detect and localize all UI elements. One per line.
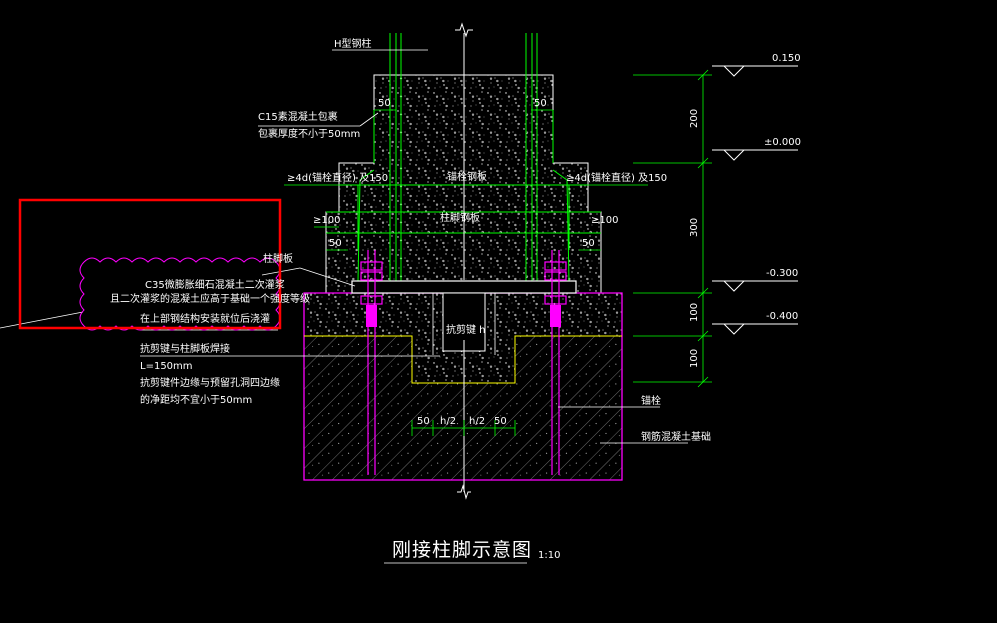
dim-v100b: 100	[689, 349, 700, 368]
label-anchor-plate: 锚栓钢板	[447, 170, 487, 183]
drawing-scale: 1:10	[538, 550, 560, 561]
dim-50-bot-left: 50	[417, 416, 430, 427]
elevation-0000: ±0.000	[764, 137, 801, 148]
label-column-base-plate: 柱脚钢板	[440, 211, 480, 224]
label-rc-foundation: 钢筋混凝土基础	[641, 430, 711, 443]
dim-50-mid-left: 50	[329, 238, 342, 249]
dim-h2-right: h/2	[469, 416, 485, 427]
drawing-title: 刚接柱脚示意图	[392, 539, 532, 561]
label-grout-3: 在上部钢结构安装就位后浇灌	[140, 312, 270, 325]
dimension-lines	[284, 69, 712, 436]
anchor-bolt-left	[360, 250, 383, 475]
label-shear-weld: 抗剪键与柱脚板焊接	[140, 342, 230, 355]
elevation-m0300: -0.300	[766, 268, 798, 279]
label-h-steel: H型钢柱	[334, 37, 372, 50]
label-pocket-1: 抗剪键件边缘与预留孔洞四边缘	[140, 376, 280, 389]
rc-foundation	[304, 336, 622, 480]
anchor-bolt-right	[544, 250, 567, 475]
dim-50-top-left: 50	[378, 98, 391, 109]
label-grout-1: C35微膨胀细石混凝土二次灌浆	[145, 278, 285, 291]
dim-h2-left: h/2	[440, 416, 456, 427]
leader-lines	[0, 49, 688, 564]
center-line	[455, 22, 473, 500]
label-weld-length: L=150mm	[140, 361, 193, 372]
dim-v100a: 100	[689, 303, 700, 322]
highlight-box	[18, 198, 282, 330]
dim-50-mid-right: 50	[582, 238, 595, 249]
label-grout-2: 且二次灌浆的混凝土应高于基础一个强度等级	[110, 292, 310, 305]
label-anchor-left: ≥4d(锚栓直径) 及150	[287, 171, 388, 184]
label-c15-1: C15素混凝土包裹	[258, 110, 338, 123]
label-ge100-left: ≥100	[313, 215, 340, 226]
label-anchor-bolt: 锚栓	[641, 394, 661, 407]
dim-v300: 300	[689, 218, 700, 237]
label-shear-key: 抗剪键 h	[446, 323, 486, 336]
elevation-0150: 0.150	[772, 53, 801, 64]
column-base-plate	[351, 280, 577, 294]
label-ge100-right: ≥100	[591, 215, 618, 226]
label-base-plate-tag: 柱脚板	[263, 252, 293, 265]
dim-50-top-right: 50	[534, 98, 547, 109]
dim-50-bot-right: 50	[494, 416, 507, 427]
dim-v200: 200	[689, 109, 700, 128]
elevation-m0400: -0.400	[766, 311, 798, 322]
label-c15-2: 包裹厚度不小于50mm	[258, 127, 360, 140]
elevation-markers	[712, 65, 798, 335]
label-anchor-right: ≥4d(锚栓直径) 及150	[566, 171, 667, 184]
label-pocket-2: 的净距均不宜小于50mm	[140, 393, 252, 406]
